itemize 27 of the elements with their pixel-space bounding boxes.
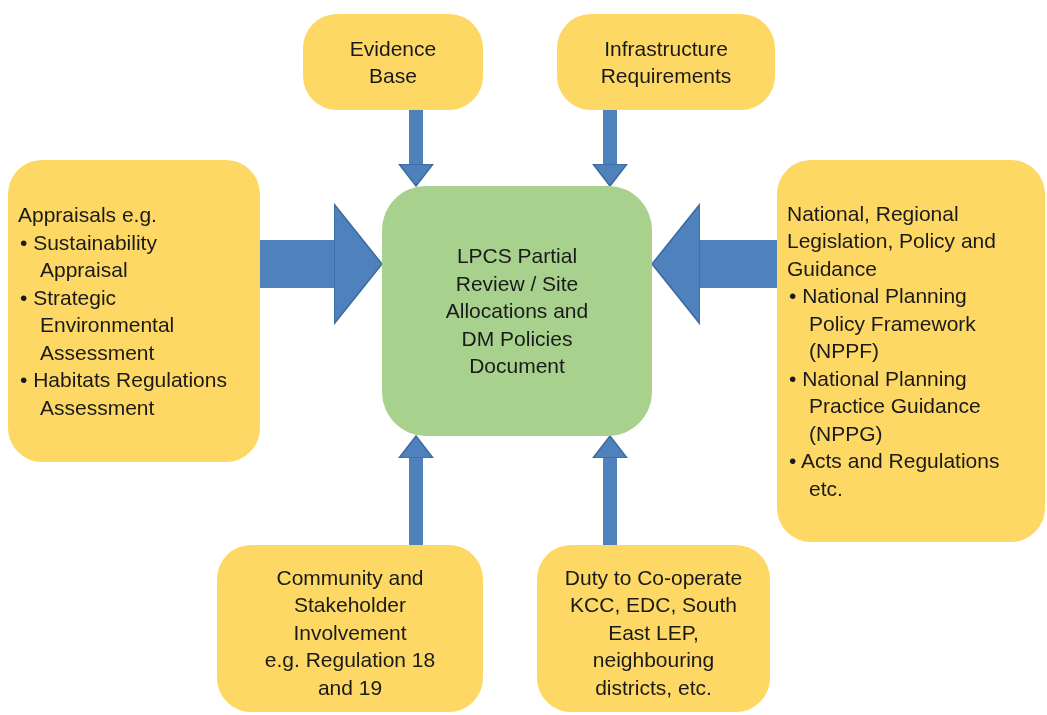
input-box xyxy=(777,160,1045,542)
box-note: KCC, EDC, South East LEP, neighbouring districts, etc. xyxy=(569,592,738,701)
bullet-item: • National Planning Policy Framework (NPPF) xyxy=(789,283,977,365)
box-label: Infrastructure Requirements xyxy=(599,35,733,89)
bullet-item: • Sustainability Appraisal xyxy=(20,229,158,283)
block-arrow xyxy=(651,203,777,325)
input-box xyxy=(537,545,770,712)
input-box xyxy=(557,14,775,110)
box-label: LPCS Partial Review / Site Allocations and DM Policies Document xyxy=(444,243,590,380)
input-box xyxy=(217,545,483,712)
block-arrow xyxy=(398,435,434,545)
block-arrow xyxy=(592,435,628,545)
box-heading: National, Regional Legislation, Policy and Guidance xyxy=(787,200,997,282)
box-label: Evidence Base xyxy=(348,35,438,89)
bullet-item: • Strategic Environmental Assessment xyxy=(20,284,176,366)
central-document-box xyxy=(382,186,652,436)
block-arrow xyxy=(398,110,434,187)
input-box xyxy=(8,160,260,462)
block-arrow xyxy=(260,203,383,325)
bullet-item: • National Planning Practice Guidance (NPPG) xyxy=(789,365,982,447)
bullet-item: • Habitats Regulations Assessment xyxy=(20,367,228,421)
bullet-item: • Acts and Regulations etc. xyxy=(789,448,1001,502)
box-label: Duty to Co-operate xyxy=(563,564,744,591)
input-box xyxy=(303,14,483,110)
box-note: e.g. Regulation 18 and 19 xyxy=(263,647,437,701)
box-heading: Appraisals e.g. xyxy=(18,202,158,228)
block-arrow xyxy=(592,110,628,187)
